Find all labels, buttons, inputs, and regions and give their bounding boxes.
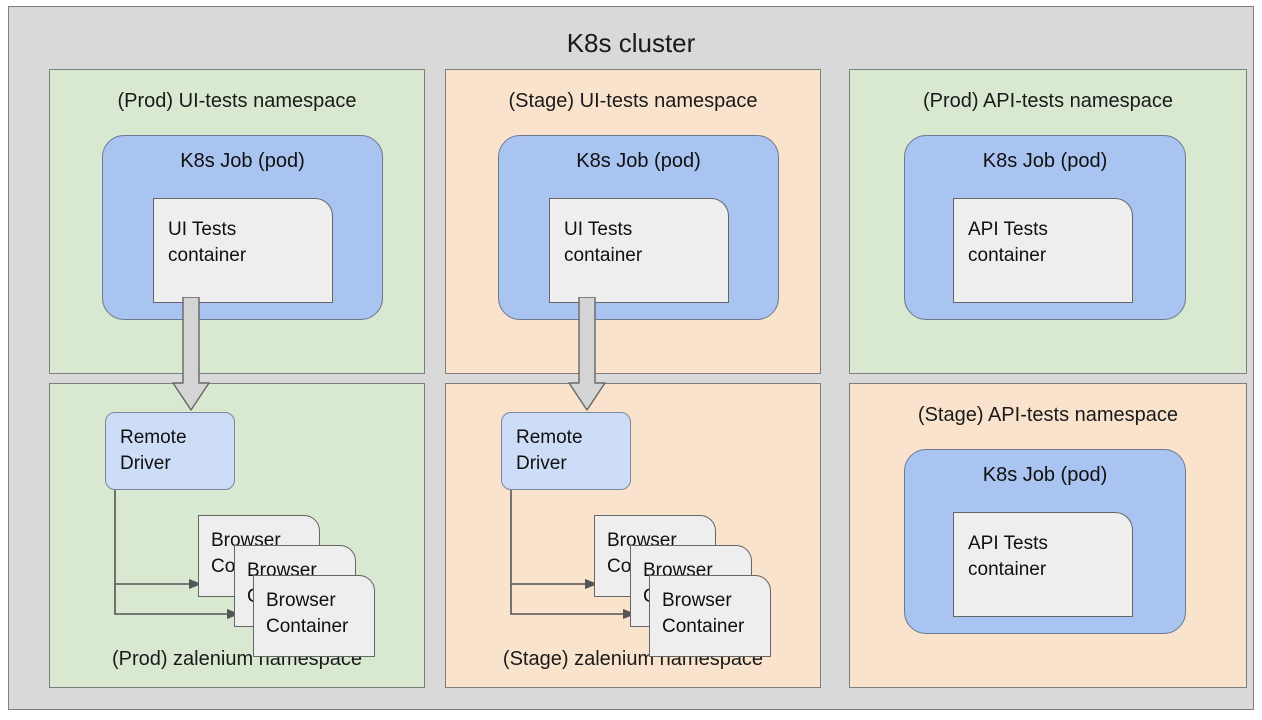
- namespace-title: (Stage) UI-tests namespace: [508, 90, 758, 112]
- browser-container[interactable]: Browser Container: [253, 575, 375, 657]
- namespace-prod-zalenium[interactable]: (Prod) zalenium namespace Remote Driver …: [49, 383, 425, 688]
- browser-label-line1: Browser: [266, 590, 336, 611]
- container-label-line2: container: [968, 244, 1047, 266]
- namespace-title: (Prod) UI-tests namespace: [117, 90, 357, 112]
- k8s-job-pod[interactable]: K8s Job (pod) API Tests container: [904, 135, 1186, 320]
- browser-label-line2: Container: [662, 615, 745, 637]
- browser-container[interactable]: Browser Container: [649, 575, 771, 657]
- k8s-job-pod[interactable]: K8s Job (pod) UI Tests container: [102, 135, 383, 320]
- pod-title: K8s Job (pod): [982, 464, 1108, 486]
- namespace-prod-api-tests[interactable]: (Prod) API-tests namespace K8s Job (pod)…: [849, 69, 1247, 374]
- block-arrow-stage-ui-to-driver: [568, 297, 606, 411]
- block-arrow-prod-ui-to-driver: [172, 297, 210, 411]
- namespace-title: (Stage) API-tests namespace: [917, 404, 1179, 426]
- api-tests-container[interactable]: API Tests container: [953, 198, 1133, 303]
- driver-label-line1: Remote: [120, 427, 187, 448]
- namespace-stage-ui-tests[interactable]: (Stage) UI-tests namespace K8s Job (pod)…: [445, 69, 821, 374]
- browser-label-line1: Browser: [662, 590, 732, 611]
- container-label-line2: container: [564, 244, 643, 266]
- namespace-stage-zalenium[interactable]: (Stage) zalenium namespace Remote Driver…: [445, 383, 821, 688]
- container-label-line1: UI Tests: [168, 219, 237, 240]
- container-label-line1: API Tests: [968, 533, 1048, 554]
- pod-title: K8s Job (pod): [982, 150, 1108, 172]
- namespace-stage-api-tests[interactable]: (Stage) API-tests namespace K8s Job (pod…: [849, 383, 1247, 688]
- driver-to-browsers-connector: [114, 490, 240, 619]
- container-label-line1: UI Tests: [564, 219, 633, 240]
- namespace-prod-ui-tests[interactable]: (Prod) UI-tests namespace K8s Job (pod) …: [49, 69, 425, 374]
- driver-label-line1: Remote: [516, 427, 583, 448]
- pod-title: K8s Job (pod): [576, 150, 701, 172]
- container-label-line2: container: [968, 558, 1047, 580]
- pod-title: K8s Job (pod): [180, 150, 305, 172]
- k8s-job-pod[interactable]: K8s Job (pod) API Tests container: [904, 449, 1186, 634]
- browser-label-line2: Container: [266, 615, 349, 637]
- driver-label-line2: Driver: [120, 452, 171, 474]
- driver-label-line2: Driver: [516, 452, 567, 474]
- remote-driver-box[interactable]: Remote Driver: [501, 412, 631, 490]
- container-label-line2: container: [168, 244, 247, 266]
- ui-tests-container[interactable]: UI Tests container: [549, 198, 729, 303]
- k8s-job-pod[interactable]: K8s Job (pod) UI Tests container: [498, 135, 779, 320]
- api-tests-container[interactable]: API Tests container: [953, 512, 1133, 617]
- cluster-title: K8s cluster: [566, 28, 696, 58]
- namespace-title: (Prod) API-tests namespace: [922, 90, 1174, 112]
- driver-to-browsers-connector: [510, 490, 636, 619]
- remote-driver-box[interactable]: Remote Driver: [105, 412, 235, 490]
- ui-tests-container[interactable]: UI Tests container: [153, 198, 333, 303]
- container-label-line1: API Tests: [968, 219, 1048, 240]
